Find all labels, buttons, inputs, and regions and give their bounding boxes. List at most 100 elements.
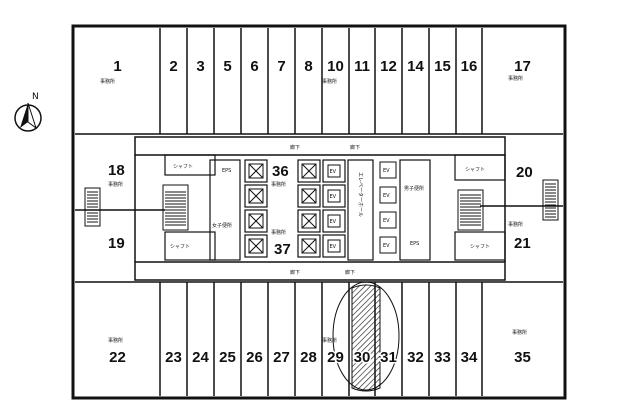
upper-corridor (134, 136, 506, 156)
shaft-cell (297, 184, 321, 208)
corridor-label: 廊下 (290, 269, 300, 276)
shaft-cell (244, 209, 268, 233)
room-number: 6 (250, 58, 258, 75)
shaft-cell (322, 234, 346, 258)
shaft-cell (297, 159, 321, 183)
shaft-label: シャフト (173, 164, 193, 170)
void-icon (301, 163, 317, 179)
lower-corridor (134, 261, 506, 281)
elevator-label: EV (383, 218, 390, 224)
corridor-label: 廊下 (350, 144, 360, 151)
void-icon (301, 213, 317, 229)
elevator-icon (379, 211, 397, 229)
room-number: 23 (165, 349, 182, 366)
void-icon (301, 188, 317, 204)
room-number: 11 (354, 58, 370, 75)
shaft-label: シャフト (470, 244, 490, 250)
north-compass-icon: N (14, 92, 42, 132)
exterior-wall (71, 24, 567, 400)
elevator-label: EV (330, 244, 337, 250)
corridor-label: 廊下 (345, 269, 355, 276)
mens-wc-label: 男子便所 (404, 185, 424, 192)
room-number: 36 (272, 163, 289, 180)
room-number: 29 (327, 349, 344, 366)
void-icon (248, 213, 264, 229)
void-icon (248, 213, 264, 229)
office-label: 事務所 (508, 221, 523, 228)
elevator-icon (327, 214, 341, 228)
room-number: 12 (380, 58, 397, 75)
void-icon (301, 213, 317, 229)
room-number: 1 (113, 58, 121, 75)
room-number: 24 (192, 349, 209, 366)
shaft-cell (244, 159, 268, 183)
elevator-label: EV (383, 168, 390, 174)
room-number: 8 (304, 58, 312, 75)
shaft-cell (322, 184, 346, 208)
room-number: 20 (516, 164, 533, 181)
office-label: 事務所 (100, 78, 115, 85)
room-number: 37 (274, 241, 291, 258)
room-number: 3 (196, 58, 204, 75)
room-number: 30 (354, 349, 371, 366)
elevator-icon (379, 236, 397, 254)
eps-label: EPS (222, 168, 231, 174)
hatched-area (351, 284, 381, 392)
shaft-label: シャフト (170, 244, 190, 250)
void-icon (248, 163, 264, 179)
void-icon (248, 238, 264, 254)
void-icon (248, 188, 264, 204)
corridor-label: 廊下 (290, 144, 300, 151)
shaft-cell (322, 209, 346, 233)
room-number: 2 (169, 58, 177, 75)
room-number: 19 (108, 235, 125, 252)
room-number: 31 (380, 349, 397, 366)
office-label: 事務所 (271, 229, 286, 236)
elevator-icon (379, 161, 397, 179)
room-number: 21 (514, 235, 531, 252)
office-label: 事務所 (108, 181, 123, 188)
shaft-cell (297, 209, 321, 233)
void-icon (301, 188, 317, 204)
void-icon (248, 188, 264, 204)
room-number: 16 (461, 58, 478, 75)
elevator-hall-label: エレベーターホール (357, 172, 364, 217)
shaft-cell (244, 184, 268, 208)
void-icon (301, 238, 317, 254)
room-number: 15 (434, 58, 451, 75)
room-number: 25 (219, 349, 236, 366)
void-icon (301, 238, 317, 254)
room-number: 33 (434, 349, 451, 366)
office-label: 事務所 (322, 78, 337, 85)
room-number: 14 (407, 58, 424, 75)
room-number: 22 (109, 349, 126, 366)
room-number: 7 (277, 58, 285, 75)
shaft-cell (322, 159, 346, 183)
shaft-cell (297, 234, 321, 258)
shaft-cell (244, 234, 268, 258)
room-number: 27 (273, 349, 290, 366)
eps-label: EPS (410, 241, 419, 247)
room-number: 34 (461, 349, 478, 366)
room-number: 17 (514, 58, 531, 75)
office-label: 事務所 (512, 329, 527, 336)
room-number: 32 (407, 349, 424, 366)
elevator-label: EV (330, 219, 337, 225)
office-label: 事務所 (271, 181, 286, 188)
office-label: 事務所 (508, 75, 523, 82)
void-icon (301, 163, 317, 179)
shaft-label: シャフト (465, 167, 485, 173)
elevator-label: EV (330, 194, 337, 200)
room-number: 10 (327, 58, 344, 75)
elevator-icon (327, 189, 341, 203)
room-number: 28 (300, 349, 317, 366)
womens-wc-label: 女子便所 (212, 222, 232, 229)
room-number: 35 (514, 349, 531, 366)
elevator-hall (347, 159, 374, 261)
office-label: 事務所 (108, 337, 123, 344)
room-number: 18 (108, 162, 125, 179)
room-number: 26 (246, 349, 263, 366)
compass-label: N (32, 92, 39, 102)
elevator-icon (327, 164, 341, 178)
